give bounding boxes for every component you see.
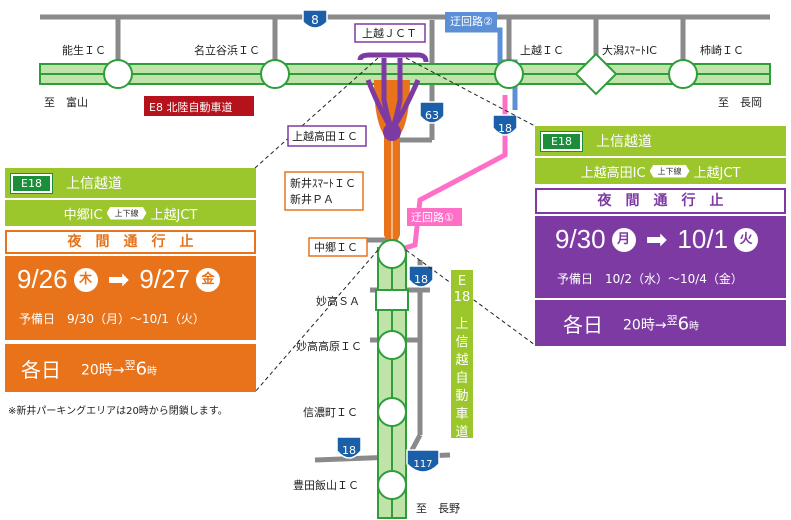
section-from: 上越高田IC bbox=[580, 165, 646, 181]
arrow-icon: → bbox=[112, 362, 125, 379]
arai-box bbox=[284, 171, 364, 211]
svg-text:上越高田ＩＣ: 上越高田ＩＣ bbox=[292, 129, 358, 143]
svg-text:名立谷浜ＩＣ: 名立谷浜ＩＣ bbox=[194, 43, 260, 57]
left-route-header: E18 上信越道 bbox=[5, 168, 256, 198]
section-to: 上越JCT bbox=[693, 165, 741, 181]
svg-text:上越ＪＣＴ: 上越ＪＣＴ bbox=[362, 26, 417, 40]
svg-text:8: 8 bbox=[311, 13, 319, 27]
svg-text:18: 18 bbox=[414, 273, 428, 286]
detour-1-box bbox=[407, 208, 462, 226]
shield-18-icon: 18 bbox=[336, 436, 362, 459]
arrow-icon: → bbox=[654, 317, 667, 334]
svg-text:動: 動 bbox=[455, 389, 468, 404]
svg-text:能生ＩＣ: 能生ＩＣ bbox=[62, 43, 106, 57]
closure-section-orange bbox=[374, 80, 410, 245]
end-date: 9/27 bbox=[139, 264, 191, 294]
svg-text:迂回路②: 迂回路② bbox=[450, 15, 493, 28]
start-day: 木 bbox=[73, 267, 98, 292]
svg-text:信濃町ＩＣ: 信濃町ＩＣ bbox=[303, 405, 358, 419]
left-section-row: 中郷IC 上下線 上越JCT bbox=[5, 200, 256, 226]
right-section-row: 上越高田IC 上下線 上越JCT bbox=[535, 158, 786, 184]
svg-text:至 長野: 至 長野 bbox=[416, 502, 460, 515]
joetsu-takada-box bbox=[287, 125, 367, 147]
svg-text:117: 117 bbox=[413, 459, 432, 470]
route-shields: 8 63 18 18 18 117 bbox=[302, 9, 518, 473]
direction-pill: 上下線 bbox=[106, 206, 147, 220]
svg-text:新井ＰＡ: 新井ＰＡ bbox=[290, 192, 334, 206]
reserve-dates: 予備日 10/2（水）～10/4（金） bbox=[557, 272, 743, 286]
svg-text:新井ｽﾏｰﾄＩＣ: 新井ｽﾏｰﾄＩＣ bbox=[290, 176, 356, 190]
shield-18-icon: 18 bbox=[408, 265, 434, 288]
arrow-right-icon: ➡ bbox=[645, 224, 668, 255]
reserve-dates: 予備日 9/30（月）～10/1（火） bbox=[19, 312, 205, 326]
shield-18-icon: 18 bbox=[492, 114, 518, 136]
svg-text:豊田飯山ＩＣ: 豊田飯山ＩＣ bbox=[293, 478, 359, 492]
svg-text:上: 上 bbox=[455, 317, 468, 332]
time-range: 20時→翌6時 bbox=[623, 313, 700, 335]
svg-text:自: 自 bbox=[455, 371, 468, 386]
svg-text:柿崎ＩＣ: 柿崎ＩＣ bbox=[700, 43, 744, 57]
daily-label: 各日 bbox=[563, 312, 603, 337]
ic-nodes-e8 bbox=[103, 52, 698, 96]
joetsu-takada-node bbox=[383, 123, 401, 141]
svg-text:至 富山: 至 富山 bbox=[44, 95, 88, 109]
start-day: 月 bbox=[611, 227, 636, 252]
route-name: 上信越道 bbox=[65, 176, 122, 192]
e18-tag: E18 bbox=[540, 130, 583, 152]
right-date-block: 9/30 月 ➡ 10/1 火 予備日 10/2（水）～10/4（金） bbox=[535, 216, 786, 298]
e18-tag: E18 bbox=[10, 172, 53, 194]
end-day: 火 bbox=[734, 227, 759, 252]
svg-text:大潟ｽﾏｰﾄIC: 大潟ｽﾏｰﾄIC bbox=[602, 43, 657, 57]
footnote: ※新井パーキングエリアは20時から閉鎖します。 bbox=[8, 406, 228, 417]
svg-text:車: 車 bbox=[455, 407, 468, 422]
svg-text:18: 18 bbox=[342, 444, 356, 457]
e18-vertical-box bbox=[451, 270, 473, 438]
e18-vertical-label: E 18 上 信 越 自 動 車 道 bbox=[454, 274, 471, 440]
shield-63-icon: 63 bbox=[419, 101, 445, 124]
daily-label: 各日 bbox=[21, 357, 61, 382]
right-closure-banner: 夜 間 通 行 止 bbox=[535, 188, 786, 214]
svg-text:信: 信 bbox=[455, 335, 468, 350]
arrow-right-icon: ➡ bbox=[107, 264, 130, 295]
left-closure-banner: 夜 間 通 行 止 bbox=[5, 230, 256, 254]
svg-text:E: E bbox=[458, 274, 466, 289]
svg-text:妙高高原ＩＣ: 妙高高原ＩＣ bbox=[296, 339, 362, 353]
route-name: 上信越道 bbox=[595, 134, 652, 150]
section-from: 中郷IC bbox=[63, 207, 103, 223]
right-closure-panel: E18 上信越道 上越高田IC 上下線 上越JCT 夜 間 通 行 止 9/30… bbox=[535, 126, 786, 346]
end-date: 10/1 bbox=[677, 224, 729, 254]
svg-text:妙高ＳＡ: 妙高ＳＡ bbox=[316, 294, 360, 308]
joetsu-jct-box bbox=[354, 23, 426, 43]
e8-label-box bbox=[144, 96, 254, 116]
svg-text:迂回路①: 迂回路① bbox=[411, 211, 454, 224]
right-route-header: E18 上信越道 bbox=[535, 126, 786, 156]
svg-text:63: 63 bbox=[425, 109, 439, 122]
direction-pill: 上下線 bbox=[649, 164, 690, 178]
detour-2-box bbox=[445, 12, 497, 30]
start-date: 9/26 bbox=[17, 264, 68, 294]
left-date-block: 9/26 木 ➡ 9/27 金 予備日 9/30（月）～10/1（火） bbox=[5, 256, 256, 340]
svg-text:18: 18 bbox=[498, 122, 512, 135]
svg-text:越: 越 bbox=[455, 353, 468, 368]
left-time-block: 各日 20時→翌6時 bbox=[5, 344, 256, 392]
left-closure-panel: E18 上信越道 中郷IC 上下線 上越JCT 夜 間 通 行 止 9/26 木… bbox=[5, 168, 256, 392]
shield-8-icon: 8 bbox=[302, 9, 328, 29]
map-labels: 能生ＩＣ 名立谷浜ＩＣ 上越ＪＣＴ 迂回路② 上越ＩＣ 大潟ｽﾏｰﾄIC 柿崎Ｉ… bbox=[44, 15, 762, 515]
start-date: 9/30 bbox=[555, 224, 606, 254]
ic-nodes-south bbox=[375, 239, 409, 500]
svg-text:中郷ＩＣ: 中郷ＩＣ bbox=[314, 240, 358, 254]
svg-text:至 長岡: 至 長岡 bbox=[718, 96, 762, 109]
time-range: 20時→翌6時 bbox=[81, 358, 158, 380]
shield-117-icon: 117 bbox=[406, 449, 440, 473]
svg-text:18: 18 bbox=[454, 290, 471, 305]
end-day: 金 bbox=[196, 267, 221, 292]
section-to: 上越JCT bbox=[150, 207, 198, 223]
svg-text:E8 北陸自動車道: E8 北陸自動車道 bbox=[149, 100, 232, 114]
svg-text:道: 道 bbox=[455, 425, 468, 440]
right-time-block: 各日 20時→翌6時 bbox=[535, 300, 786, 346]
svg-text:上越ＩＣ: 上越ＩＣ bbox=[520, 43, 564, 57]
nakago-box bbox=[308, 237, 368, 257]
